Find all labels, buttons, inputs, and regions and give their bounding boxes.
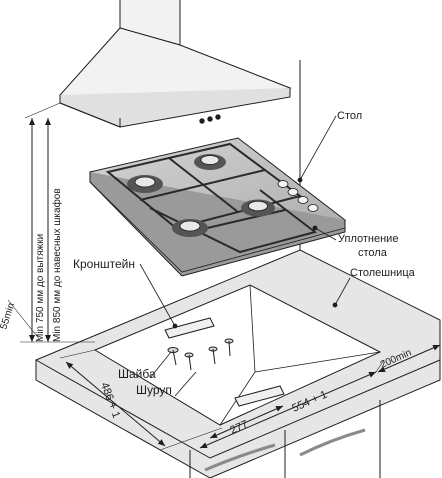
depth-dimension-line: [65, 361, 166, 447]
label-55min: 55min: [0, 302, 17, 331]
label-table: Стол: [337, 110, 362, 122]
label-min-cabinets: Min 850 мм до навесных шкафов: [51, 188, 63, 342]
label-min-hood: Min 750 мм до вытяжки: [35, 234, 46, 342]
label-seal-line2: стола: [358, 247, 388, 259]
gas-hob: [88, 137, 347, 277]
knob-4: [307, 204, 319, 212]
vertical-dimensions: [7, 102, 95, 343]
label-washer: Шайба: [118, 367, 156, 381]
burner-rear-left: [127, 175, 163, 193]
knob-3: [297, 196, 309, 204]
leader-lines: [139, 115, 351, 397]
screw-3: [212, 348, 216, 365]
knob-1: [277, 180, 289, 188]
screw-2: [188, 354, 192, 371]
burner-front-right: [241, 199, 275, 217]
half-width-dimension-line: [209, 405, 284, 439]
screw-1: [172, 349, 177, 366]
control-knobs: [277, 180, 319, 212]
label-countertop: Столешница: [350, 267, 416, 279]
dimension-lines: [59, 344, 441, 451]
range-hood: [59, 0, 292, 128]
bracket-top: [164, 317, 215, 339]
label-screw: Шуруп: [136, 383, 172, 397]
washers-and-screws: [167, 338, 234, 371]
hood-button-1: [199, 118, 205, 124]
screw-4: [228, 340, 231, 357]
burner-rear-right: [194, 154, 226, 170]
hood-button-3: [215, 114, 221, 120]
knob-2: [287, 188, 299, 196]
hood-button-2: [207, 116, 213, 122]
side-clearance-dimension-line: [377, 344, 441, 373]
burner-front-left: [172, 219, 208, 237]
label-bracket: Кронштейн: [73, 257, 135, 271]
label-seal-line1: Уплотнение: [338, 233, 398, 245]
